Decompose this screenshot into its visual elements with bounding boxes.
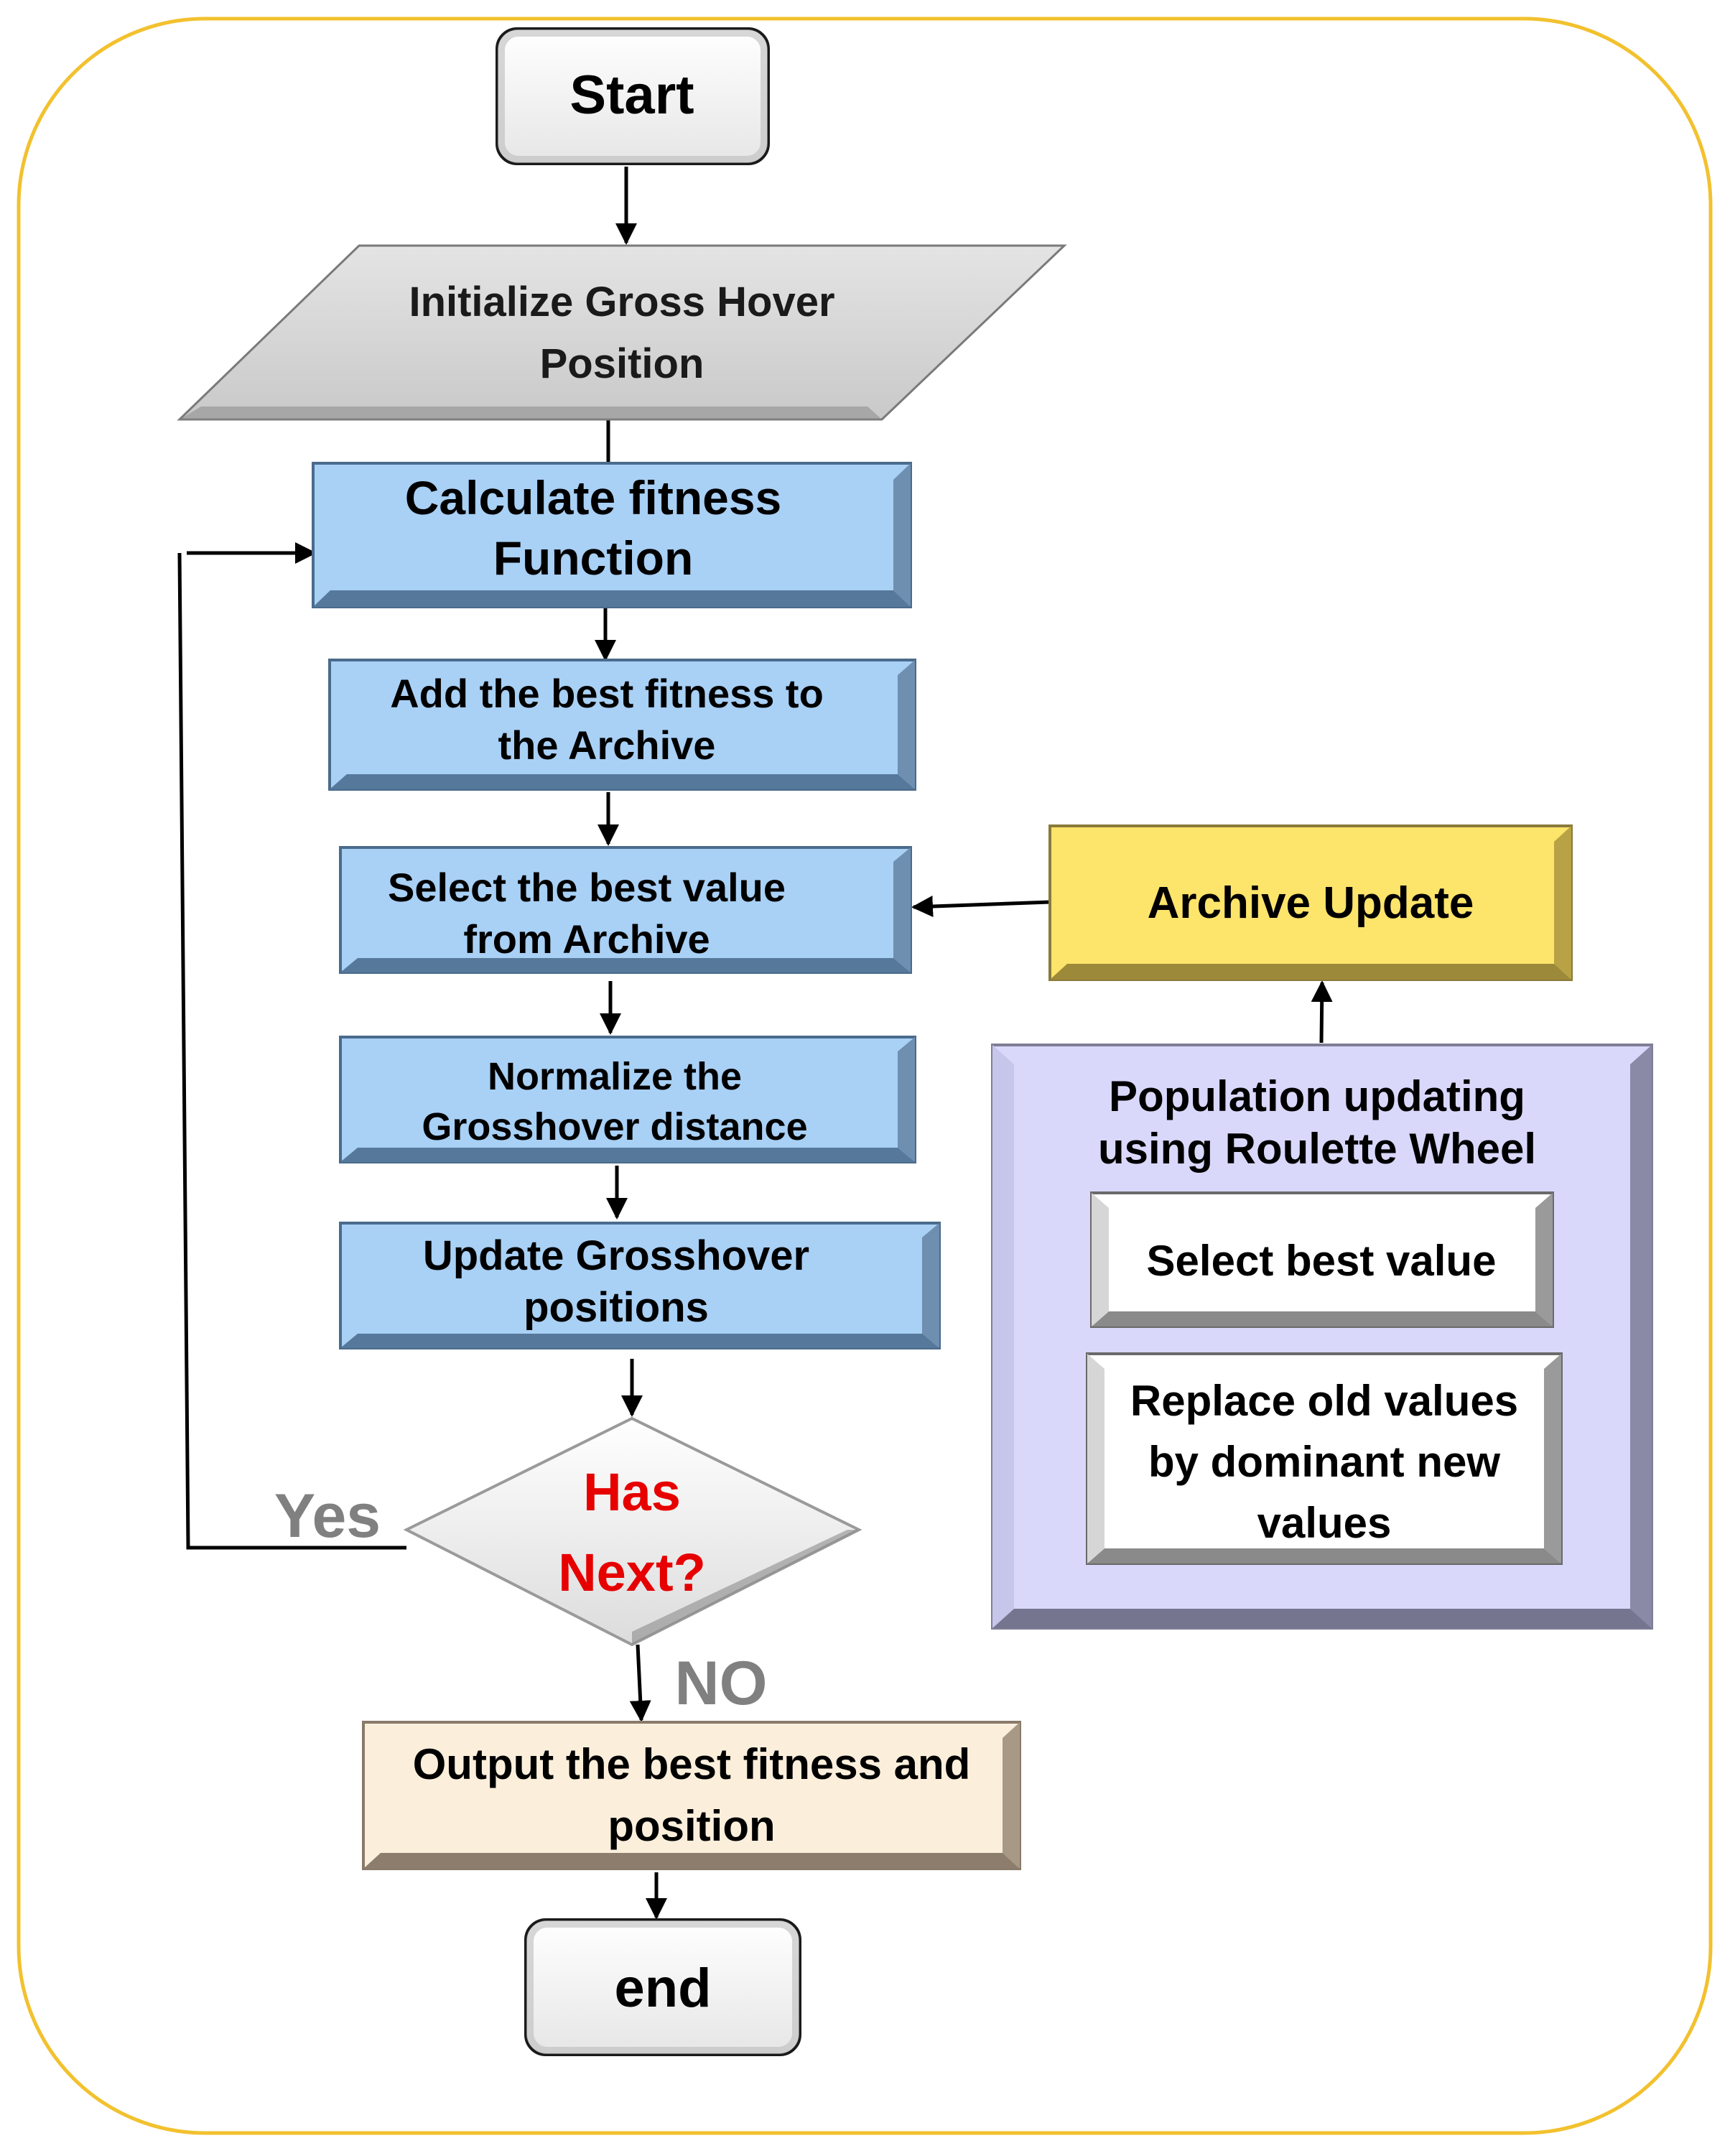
archive-update-label: Archive Update (1148, 878, 1474, 928)
replace-label-line2: by dominant new (1148, 1438, 1500, 1486)
add-best-label-line1: Add the best fitness to (390, 671, 824, 716)
replace-label-line1: Replace old values (1130, 1377, 1518, 1425)
normalize-label-line1: Normalize the (488, 1055, 742, 1098)
calculate-fitness-box: Calculate fitness Function (312, 462, 912, 608)
update-label-line2: positions (524, 1284, 709, 1331)
add-best-label-line2: the Archive (498, 722, 716, 768)
select-best-value-box: Select the best value from Archive (339, 846, 912, 974)
end-terminal: end (524, 1918, 801, 2056)
decision-diamond: Has Next? (403, 1416, 862, 1647)
decision-label-line2: Next? (558, 1543, 706, 1602)
output-box: Output the best fitness and position (362, 1721, 1021, 1870)
decision-label-line1: Has (583, 1462, 681, 1522)
initialize-parallelogram: Initialize Gross Hover Position (177, 244, 1067, 421)
output-label-line2: position (608, 1802, 775, 1850)
population-label-line2: using Roulette Wheel (1098, 1125, 1536, 1173)
outer-frame (17, 17, 1713, 2135)
select-best-inner-label: Select best value (1147, 1237, 1497, 1285)
initialize-label-line2: Position (540, 340, 704, 387)
replace-values-box: Replace old values by dominant new value… (1086, 1352, 1563, 1565)
connectors (177, 167, 1333, 1920)
update-positions-box: Update Grosshover positions (339, 1222, 941, 1349)
population-label-line1: Population updating (1109, 1072, 1525, 1120)
yes-loop-line (177, 552, 406, 1550)
end-label: end (614, 1958, 711, 2019)
select-best-label-line1: Select the best value (388, 865, 786, 910)
start-terminal: Start (496, 27, 770, 165)
arrow-archive-to-select (911, 896, 1051, 917)
yes-label: Yes (274, 1482, 381, 1551)
arrow-panel-to-archive (1311, 980, 1333, 1044)
archive-update-box: Archive Update (1048, 824, 1573, 981)
replace-label-line3: values (1257, 1499, 1392, 1547)
start-label: Start (569, 65, 694, 126)
select-best-inner-box: Select best value (1090, 1191, 1554, 1328)
output-label-line1: Output the best fitness and (413, 1740, 971, 1788)
select-best-label-line2: from Archive (463, 916, 710, 962)
add-best-fitness-box: Add the best fitness to the Archive (328, 659, 916, 791)
normalize-box: Normalize the Grosshover distance (339, 1036, 916, 1163)
update-label-line1: Update Grosshover (423, 1232, 809, 1279)
arrow-decision-to-output (629, 1644, 651, 1722)
normalize-label-line2: Grosshover distance (422, 1105, 807, 1148)
no-label: NO (675, 1649, 768, 1718)
calculate-label-line1: Calculate fitness (405, 471, 782, 524)
calculate-label-line2: Function (493, 531, 694, 585)
initialize-label-line1: Initialize Gross Hover (409, 279, 834, 325)
